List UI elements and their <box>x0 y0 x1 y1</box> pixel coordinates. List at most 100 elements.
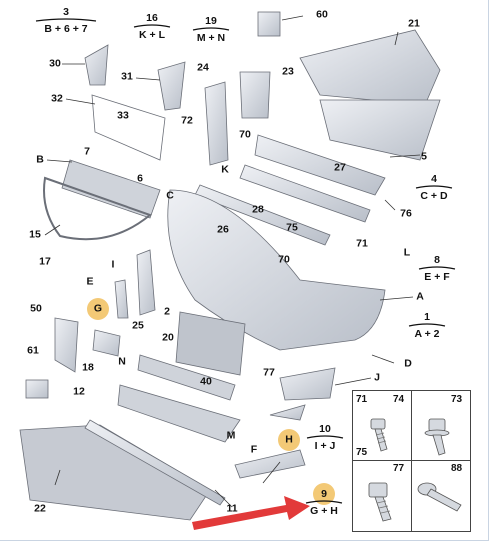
callout-61: 61 <box>27 344 39 357</box>
part-21-cross-member <box>299 29 441 106</box>
callout-76: 76 <box>400 207 412 220</box>
callout-28: 28 <box>252 203 264 216</box>
part-F-trim <box>269 404 306 421</box>
part-25-shutter <box>175 311 246 376</box>
callout-7: 7 <box>84 145 90 158</box>
group-1: 1 A + 2 <box>407 311 447 340</box>
part-12-grille <box>117 384 241 443</box>
callout-E: E <box>86 275 94 288</box>
hex-bolt-icon <box>368 482 392 522</box>
callout-2: 2 <box>164 305 170 318</box>
callout-N: N <box>118 355 126 368</box>
callout-30: 30 <box>49 57 61 70</box>
fasteners-box: 71 74 73 75 77 88 <box>352 390 471 532</box>
part-18-plate <box>92 329 121 357</box>
callout-6: 6 <box>137 172 143 185</box>
part-32-frame <box>91 94 166 161</box>
highlight-H <box>278 429 300 451</box>
callout-D: D <box>404 357 412 370</box>
part-40-grille <box>137 354 236 401</box>
callout-H: H <box>285 433 293 446</box>
callout-31: 31 <box>121 70 133 83</box>
group-16: 16 K + L <box>132 12 172 41</box>
part-H-trim <box>234 449 306 479</box>
callout-20: 20 <box>162 331 174 344</box>
part-A-bumper <box>167 189 386 351</box>
fastener-71: 71 <box>356 394 368 405</box>
part-26-bar <box>194 184 331 246</box>
fastener-74: 74 <box>393 394 405 405</box>
group-4: 4 C + D <box>414 173 454 202</box>
callout-40: 40 <box>200 375 212 388</box>
fastener-75: 75 <box>356 447 368 458</box>
diagram-frame <box>0 0 489 541</box>
callout-22: 22 <box>34 502 46 515</box>
callout-15: 15 <box>29 228 41 241</box>
callout-24: 24 <box>197 61 209 74</box>
callout-60: 60 <box>316 8 328 21</box>
part-15-frame <box>43 176 153 241</box>
part-60-clip <box>257 11 281 37</box>
part-5-support <box>319 99 441 161</box>
part-I-bracket <box>136 249 156 316</box>
callout-11: 11 <box>226 502 238 515</box>
callout-70: 70 <box>239 128 251 141</box>
callout-71: 71 <box>356 237 368 250</box>
group-8: 8 E + F <box>417 254 457 283</box>
rivet-icon <box>417 482 462 512</box>
part-B-grille <box>61 159 161 219</box>
highlight-9 <box>313 483 335 505</box>
callout-M: M <box>226 429 236 442</box>
callout-50: 50 <box>30 302 42 315</box>
callout-27: 27 <box>334 161 346 174</box>
callout-G: G <box>93 302 103 315</box>
flange-bolt-icon <box>424 418 450 456</box>
callout-32: 32 <box>51 92 63 105</box>
callout-21: 21 <box>408 17 420 30</box>
callout-12: 12 <box>73 385 85 398</box>
part-G-trim <box>54 317 79 373</box>
callout-L: L <box>403 246 411 259</box>
group-3: 3 B + 6 + 7 <box>34 6 98 35</box>
part-J-fog-bezel <box>279 367 336 401</box>
group-10: 10 I + J <box>305 423 345 452</box>
bolt-icon <box>370 418 388 452</box>
part-28-absorber <box>239 164 371 223</box>
highlight-G <box>87 298 109 320</box>
part-23-bracket <box>239 71 271 119</box>
part-E-bracket <box>114 279 129 319</box>
callout-5: 5 <box>421 150 427 163</box>
part-11-strip <box>84 419 226 506</box>
callout-70b: 70 <box>278 253 290 266</box>
part-30-bracket <box>84 44 109 86</box>
group-19: 19 M + N <box>191 15 231 44</box>
callout-33: 33 <box>117 109 129 122</box>
fastener-77: 77 <box>393 463 405 474</box>
callout-F: F <box>250 443 258 456</box>
callout-18: 18 <box>82 361 94 374</box>
group-9: 9 G + H <box>304 488 344 517</box>
callout-72: 72 <box>181 114 193 127</box>
callout-26: 26 <box>217 223 229 236</box>
part-24-bracket <box>204 81 229 166</box>
callout-75: 75 <box>286 221 298 234</box>
fastener-73: 73 <box>451 394 463 405</box>
callout-77: 77 <box>263 366 275 379</box>
callout-23: 23 <box>282 65 294 78</box>
callout-17: 17 <box>39 255 51 268</box>
fastener-88: 88 <box>451 463 463 474</box>
callout-A: A <box>416 290 424 303</box>
callout-25: 25 <box>132 319 144 332</box>
part-61-clip <box>25 379 49 399</box>
callout-K: K <box>221 163 229 176</box>
fasteners-illustration <box>368 418 462 522</box>
part-31-bracket <box>157 61 186 111</box>
part-27-reinforcement <box>254 134 386 196</box>
callout-I: I <box>111 258 115 271</box>
callout-B: B <box>36 153 44 166</box>
callout-C: C <box>166 189 174 202</box>
callout-J: J <box>374 371 380 384</box>
